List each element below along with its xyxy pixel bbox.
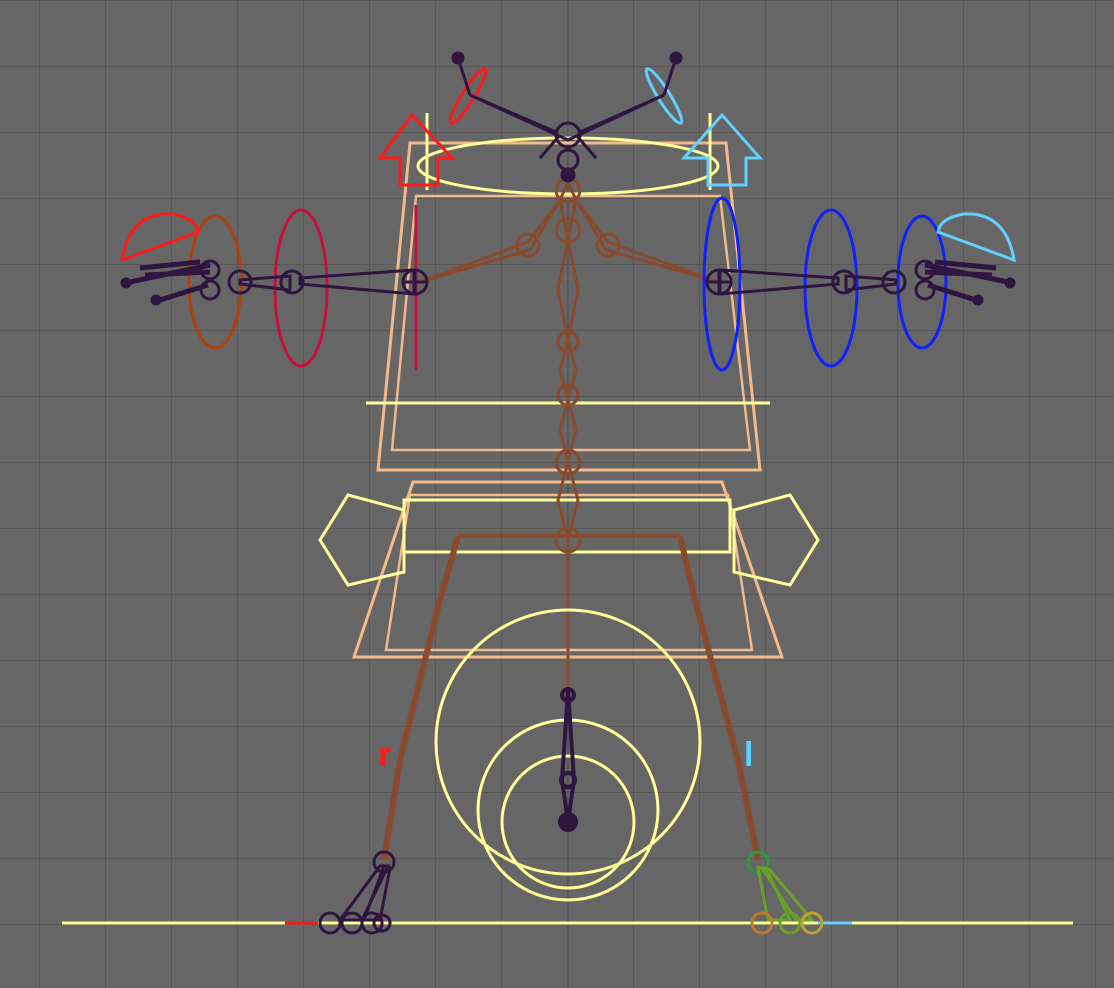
hip-side-control-right[interactable] (318, 493, 406, 587)
side-label-right: r (378, 736, 392, 774)
foot-left[interactable] (746, 850, 824, 935)
root-control[interactable] (434, 608, 702, 876)
head-control[interactable] (416, 136, 720, 196)
hip-side-control-left[interactable] (732, 493, 820, 587)
torso-control[interactable] (500, 754, 636, 890)
arm-right[interactable] (120, 208, 429, 368)
foot-right[interactable] (318, 850, 396, 935)
spine-bones[interactable] (554, 176, 582, 690)
upper-arm-control-left[interactable] (803, 208, 859, 368)
eye-control-right[interactable] (446, 66, 490, 127)
shoulder-control-left[interactable] (702, 196, 742, 372)
hips-control[interactable] (351, 480, 785, 659)
hand-flip-right-icon[interactable] (120, 212, 200, 263)
arm-left[interactable] (702, 196, 1016, 372)
chest-inner-control[interactable] (390, 194, 752, 452)
eye-control-left[interactable] (642, 66, 686, 127)
side-label-left: l (744, 736, 754, 774)
leg-bones[interactable] (381, 534, 761, 861)
fk-ik-switch-left-icon[interactable] (680, 112, 764, 187)
fk-ik-switch-right-icon[interactable] (377, 112, 456, 187)
hips-inner-control[interactable] (384, 493, 754, 652)
forearm-control-left[interactable] (896, 214, 948, 350)
root-bone[interactable] (558, 687, 578, 832)
chest-control[interactable] (376, 141, 762, 472)
face-bones[interactable] (451, 51, 683, 183)
hand-flip-left-icon[interactable] (936, 212, 1016, 263)
